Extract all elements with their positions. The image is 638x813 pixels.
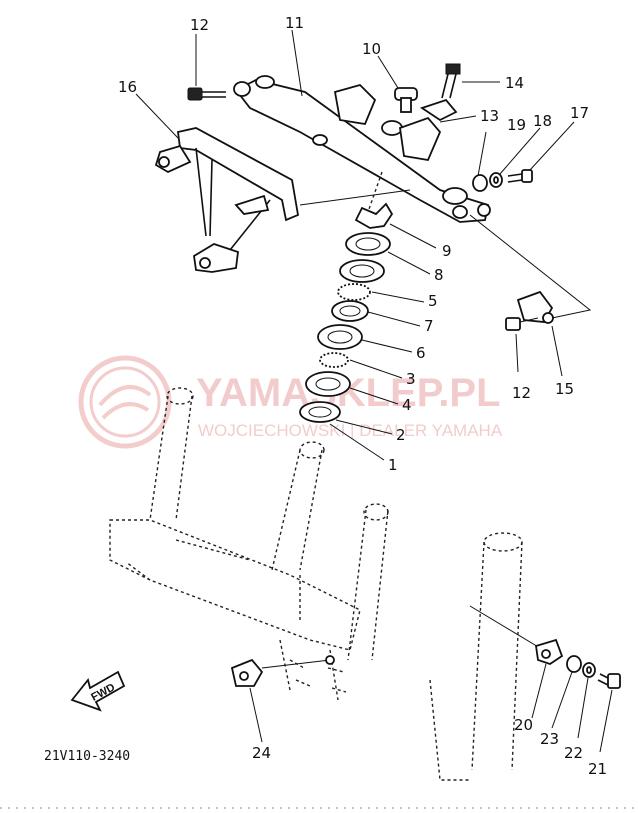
- watermark-subtitle: WOJCIECHOWSKI | DEALER YAMAHA: [198, 421, 503, 440]
- clamp-15: [469, 214, 592, 331]
- lower-bracket: [109, 387, 389, 701]
- callout-2: 2: [396, 426, 406, 444]
- washer-bolt-group-17-19: [472, 169, 533, 192]
- callout-12-top: 12: [190, 16, 209, 34]
- watermark-brand: YAMASKLEP.PL: [196, 371, 501, 415]
- callout-15: 15: [555, 380, 574, 398]
- callout-20: 20: [514, 716, 533, 734]
- fork-tube: [429, 532, 541, 781]
- callout-6: 6: [416, 344, 426, 362]
- leader-lines: [135, 29, 613, 753]
- callout-1: 1: [388, 456, 398, 474]
- callout-7: 7: [424, 317, 434, 335]
- watermark: YAMASKLEP.PL WOJCIECHOWSKI | DEALER YAMA…: [78, 355, 503, 449]
- fwd-label: FWD: [89, 681, 117, 703]
- callout-8: 8: [434, 266, 444, 284]
- callout-16: 16: [118, 78, 137, 96]
- callout-17: 17: [570, 104, 589, 122]
- bolt-10: [394, 87, 418, 113]
- callout-11: 11: [285, 14, 304, 32]
- drawing-code: 21V110-3240: [44, 749, 130, 764]
- callout-21: 21: [588, 760, 607, 778]
- callout-22: 22: [564, 744, 583, 762]
- callout-23: 23: [540, 730, 559, 748]
- callout-5: 5: [428, 292, 438, 310]
- upper-bracket: [233, 75, 491, 223]
- callout-14: 14: [505, 74, 524, 92]
- clamp-group-20-23: [534, 638, 621, 689]
- bolt-12-top: [187, 87, 226, 101]
- fwd-arrow-icon: FWD: [70, 670, 126, 712]
- callout-9: 9: [442, 242, 452, 260]
- callout-labels: 12 11 10 14 16 13 19 18 17 9 8 5 7 6 3 4…: [118, 14, 607, 778]
- callout-13: 13: [480, 107, 499, 125]
- callout-18: 18: [533, 112, 552, 130]
- bracket-16: [154, 127, 300, 273]
- callout-10: 10: [362, 40, 381, 58]
- callout-24: 24: [252, 744, 271, 762]
- callout-19: 19: [507, 116, 526, 134]
- bolt-14: [441, 63, 461, 99]
- steering-bearing-stack: [299, 171, 394, 423]
- callout-12-right: 12: [512, 384, 531, 402]
- callout-4: 4: [402, 396, 412, 414]
- callout-3: 3: [406, 370, 416, 388]
- clamp-24: [230, 655, 335, 743]
